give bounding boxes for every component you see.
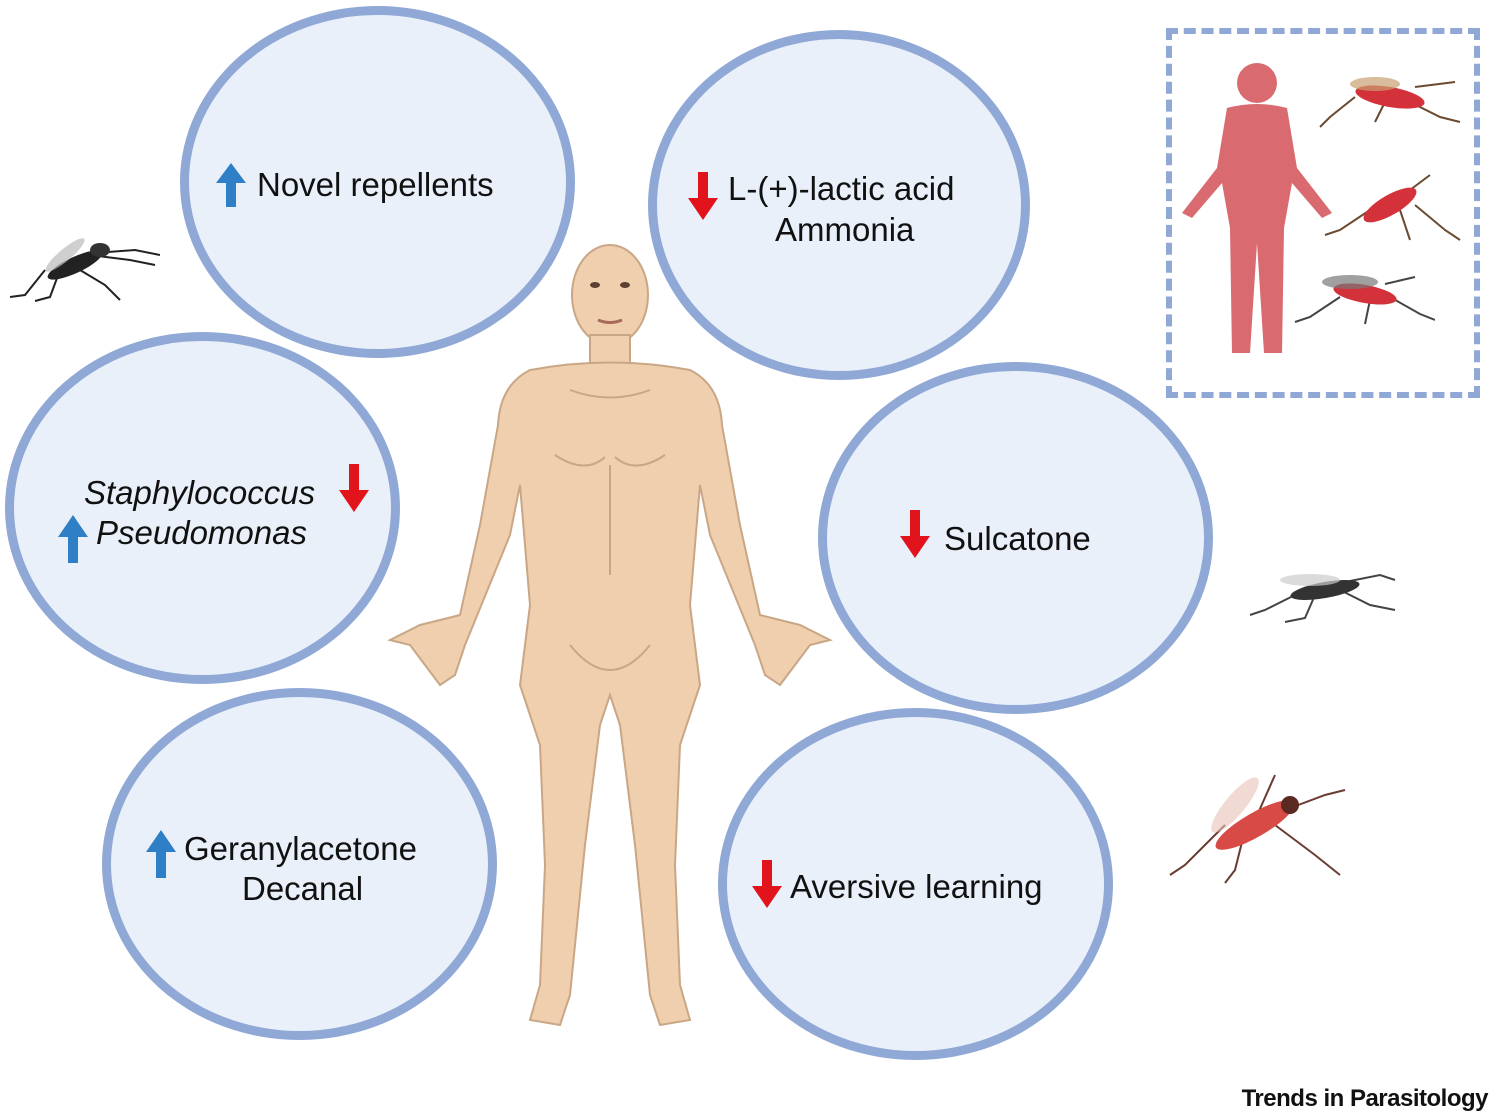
inset-box (1166, 28, 1480, 398)
down-arrow-icon (688, 172, 718, 220)
label-staphylococcus: Staphylococcus (84, 474, 316, 511)
bubble-aversive-learning (718, 708, 1113, 1060)
down-arrow-icon (752, 860, 782, 908)
up-arrow-icon (216, 163, 246, 207)
label-sulcatone: Sulcatone (944, 520, 1091, 557)
mosquito-icon (1319, 77, 1461, 128)
label-ammonia: Ammonia (775, 211, 915, 248)
up-arrow-icon (146, 830, 176, 878)
label-lactic-acid: L-(+)-lactic acid (728, 170, 955, 207)
inset-human-icon (1182, 63, 1332, 353)
bubble-sulcatone (818, 362, 1213, 714)
human-figure (387, 244, 833, 1027)
label-pseudomonas: Pseudomonas (96, 514, 307, 551)
down-arrow-icon (900, 510, 930, 558)
label-decanal: Decanal (242, 870, 364, 907)
down-arrow-icon (339, 464, 369, 512)
mosquito-icon (1324, 174, 1461, 241)
mosquito-icon (1169, 774, 1346, 884)
label-aversive-learning: Aversive learning (790, 868, 1043, 905)
journal-footer: Trends in Parasitology (1241, 1085, 1489, 1112)
mosquito-icon (9, 238, 160, 302)
mosquito-icon (1249, 573, 1396, 623)
up-arrow-icon (58, 515, 88, 563)
bubble-novel-repellents (180, 6, 575, 358)
label-geranylacetone: Geranylacetone (184, 830, 417, 867)
bubble-geranyl-decanal (102, 688, 497, 1040)
label-novel-repellents: Novel repellents (257, 166, 494, 203)
bubble-bacteria (5, 332, 400, 684)
mosquito-icon (1294, 275, 1435, 325)
